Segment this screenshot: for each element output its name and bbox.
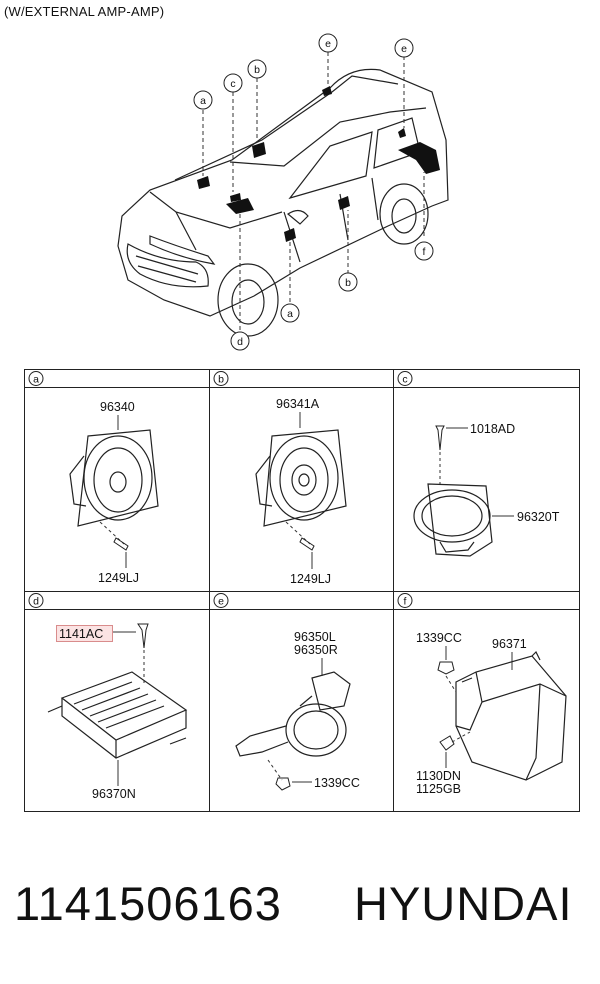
callout-d: d: [237, 336, 243, 348]
nut-icon: [437, 661, 455, 675]
screw-icon: [113, 537, 129, 551]
footer-part-number: 1141506163: [14, 877, 282, 930]
panel-b: 96341A 1249LJ: [255, 397, 347, 586]
callout-f: f: [423, 246, 426, 258]
panel-f-bolt-label-2: 1125GB: [416, 782, 461, 796]
parts-grid: a b c d e f 96340 1249LJ 96341A: [24, 369, 580, 812]
panel-d: 1141AC 96370N: [47, 623, 188, 801]
callout-a-bottom: a: [287, 308, 293, 320]
panel-d-screw-label: 1141AC: [59, 627, 103, 641]
tweeter-icon: [413, 483, 493, 557]
panel-f-part-label: 96371: [492, 637, 527, 651]
callout-e-rear: e: [401, 43, 407, 55]
callout-b-top: b: [254, 64, 260, 76]
bolt-icon: [439, 735, 455, 751]
callout-circles: [193, 33, 434, 351]
vehicle-outline: [117, 68, 449, 337]
callout-c: c: [230, 78, 235, 90]
pillar-speaker-icon: [235, 671, 351, 757]
callout-letters: a c b e e f b a d: [200, 38, 425, 348]
panel-e-part-label-right: 96350R: [294, 643, 338, 657]
panel-letter-circles: [28, 371, 413, 608]
callout-b-bottom: b: [345, 277, 351, 289]
panel-e-letter: e: [218, 596, 224, 608]
panel-a-screw-label: 1249LJ: [98, 571, 139, 585]
panel-b-letter: b: [218, 374, 224, 386]
subwoofer-icon: [455, 650, 567, 781]
panel-e-part-label-left: 96350L: [294, 630, 336, 644]
callout-leaders: [202, 52, 425, 330]
bolt-icon: [137, 623, 149, 649]
panel-a-letter: a: [33, 374, 39, 386]
screw-icon: [435, 425, 445, 451]
panel-f-letter: f: [404, 596, 407, 608]
panel-e-nut-label: 1339CC: [314, 776, 360, 790]
grid-lines: [24, 369, 580, 812]
footer-brand: HYUNDAI: [354, 877, 573, 930]
panel-f: 1339CC 96371 1130DN 1125GB: [416, 631, 567, 796]
panel-f-bolt-label-1: 1130DN: [416, 769, 461, 783]
coaxial-speaker-icon: [255, 429, 347, 527]
panel-d-letter: d: [33, 596, 39, 608]
diagram-header-note: (W/EXTERNAL AMP-AMP): [4, 4, 165, 19]
amplifier-icon: [47, 671, 188, 759]
panel-c-letter: c: [402, 374, 407, 386]
highlight-box: [56, 625, 113, 642]
screw-icon: [299, 537, 315, 551]
panel-f-nut-label: 1339CC: [416, 631, 462, 645]
panel-c: 1018AD 96320T: [413, 422, 560, 557]
nut-icon: [275, 777, 291, 791]
panel-e: 96350L 96350R 1339CC: [235, 630, 360, 791]
panel-d-part-label: 96370N: [92, 787, 136, 801]
panel-b-screw-label: 1249LJ: [290, 572, 331, 586]
vehicle-overview: a c b e e f b a d: [117, 33, 449, 351]
panel-b-part-label: 96341A: [276, 397, 320, 411]
panel-a-part-label: 96340: [100, 400, 135, 414]
footer: 1141506163 HYUNDAI: [14, 876, 594, 956]
panel-c-screw-label: 1018AD: [470, 422, 515, 436]
panel-c-part-label: 96320T: [517, 510, 560, 524]
panel-a: 96340 1249LJ: [69, 400, 159, 585]
speaker-location-marks: [197, 86, 440, 242]
speaker-icon: [69, 429, 159, 527]
callout-a-top: a: [200, 95, 206, 107]
callout-e-roof: e: [325, 38, 331, 50]
